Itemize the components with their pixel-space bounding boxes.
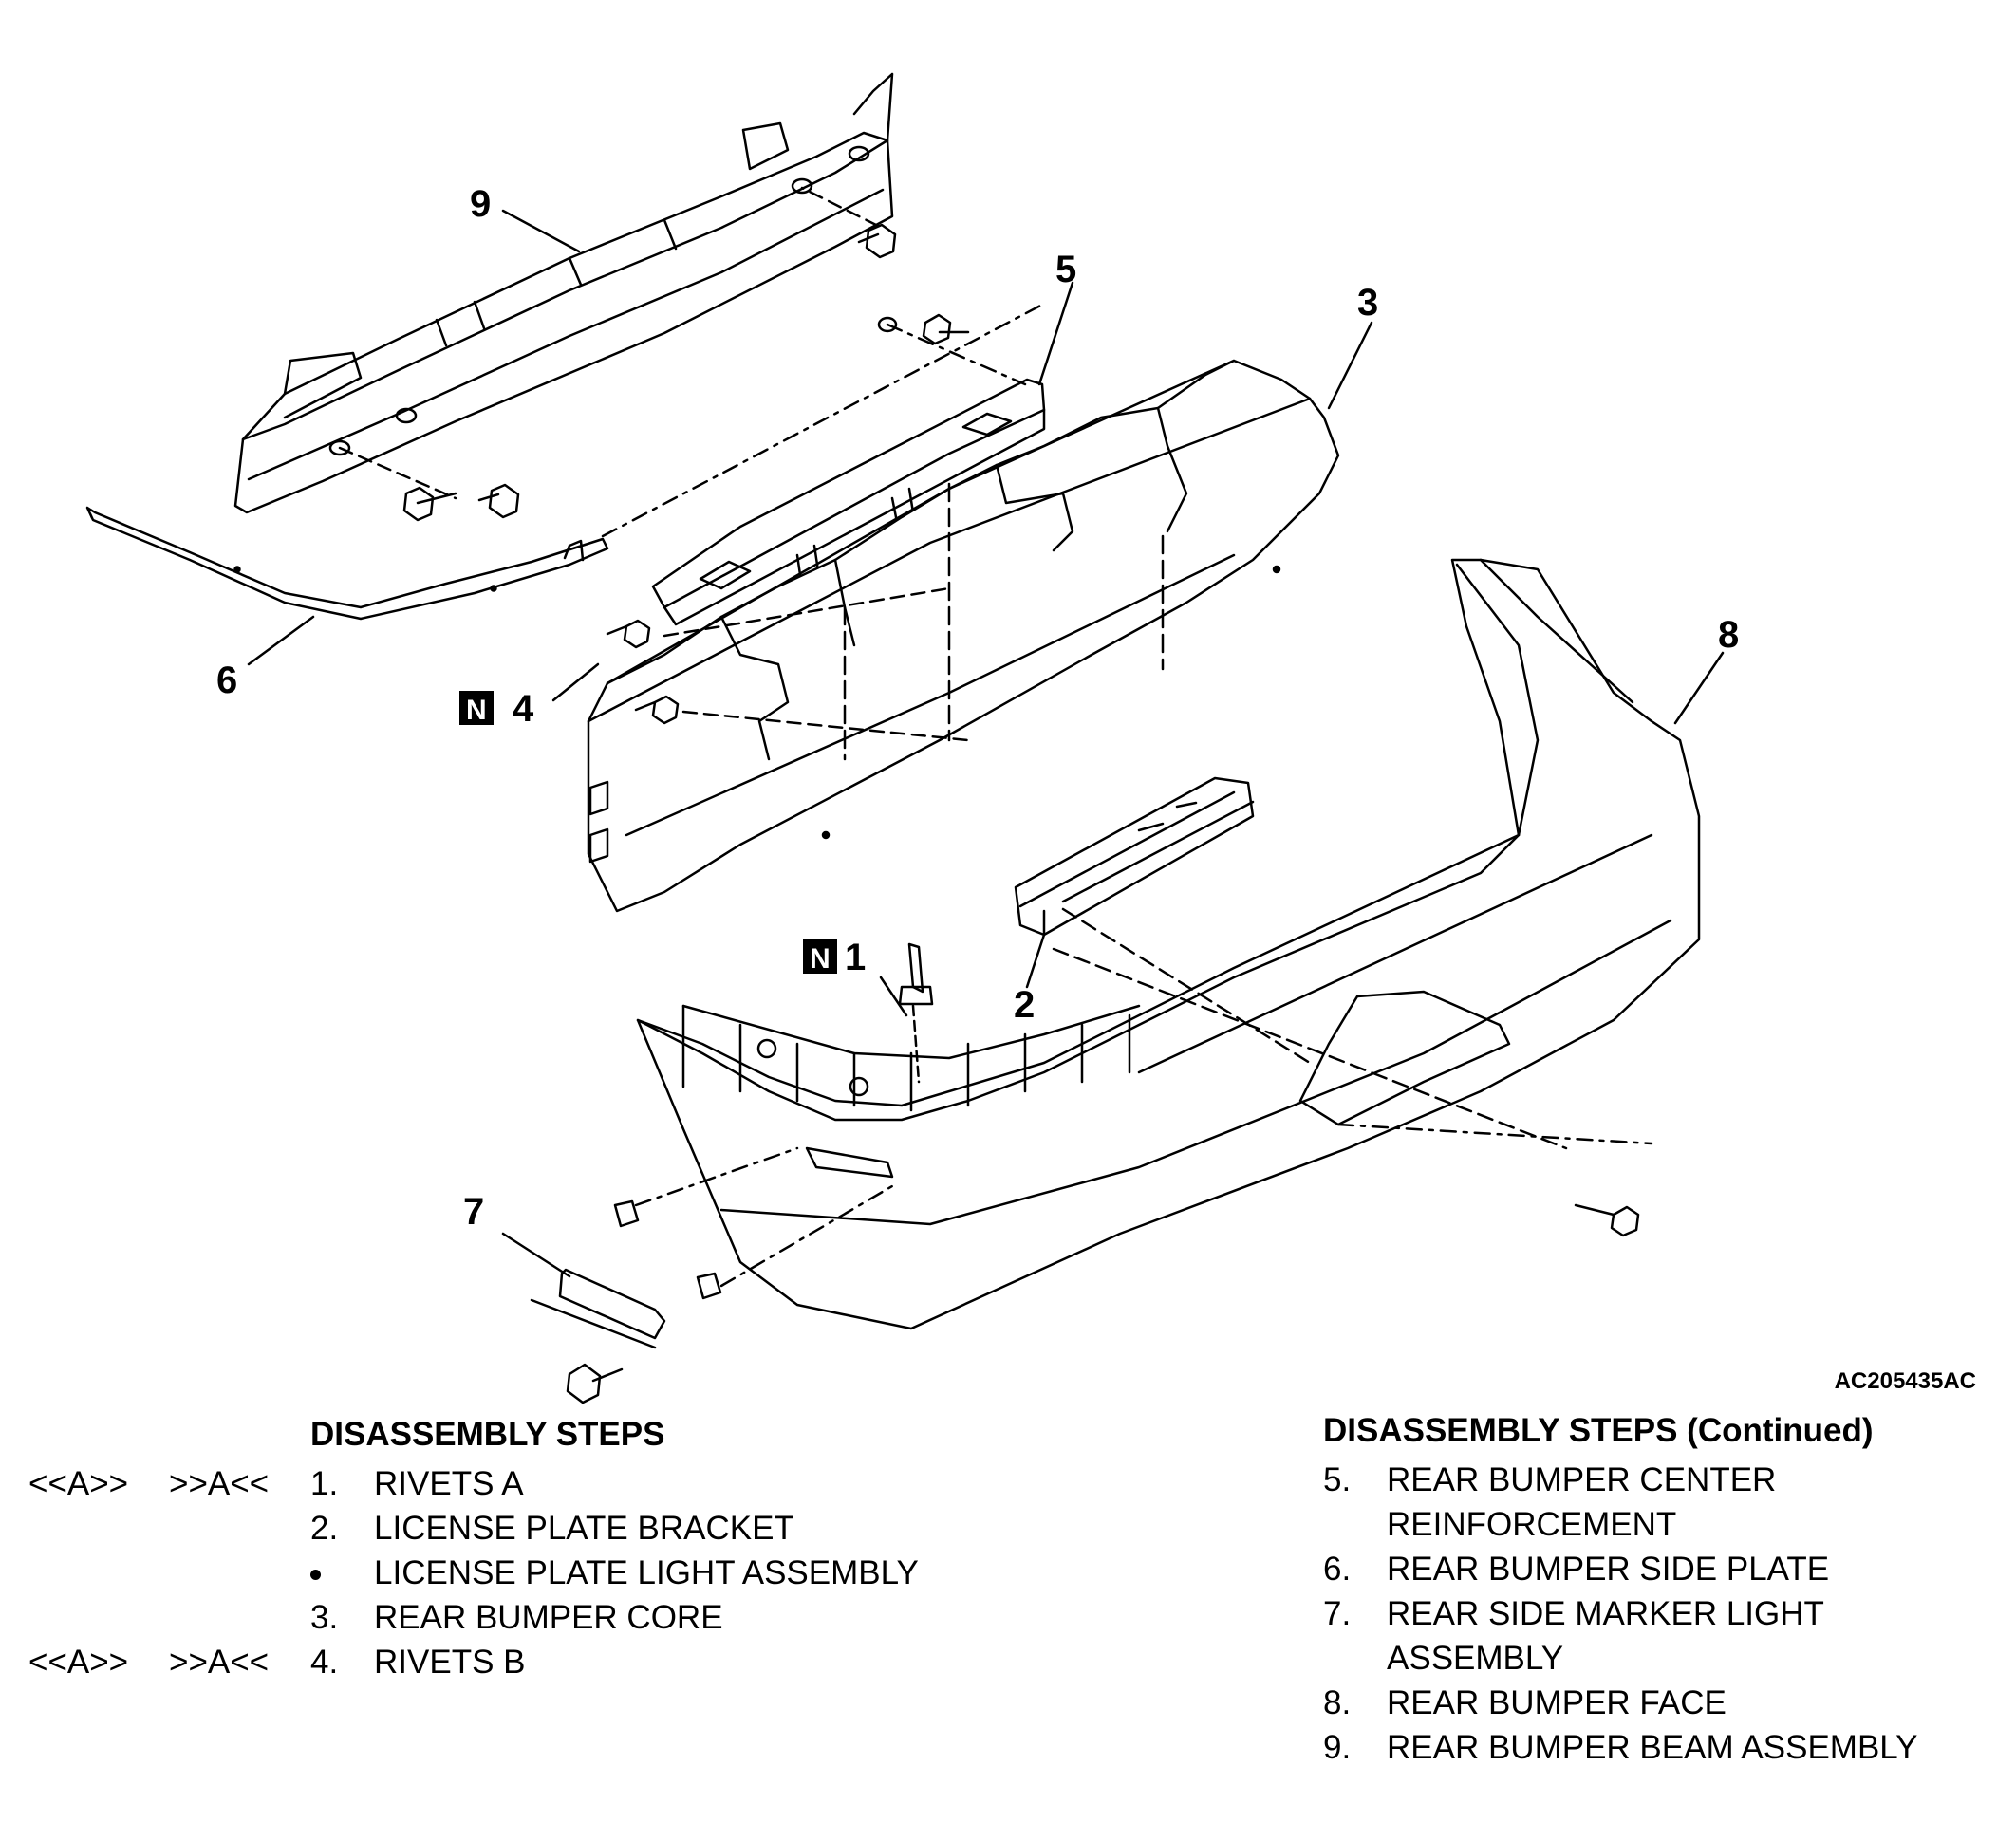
- disassembly-steps-continued: DISASSEMBLY STEPS (Continued) 5. REAR BUM…: [1323, 1408, 1997, 1807]
- step-text: REAR BUMPER BEAM ASSEMBLY: [1387, 1729, 1918, 1766]
- callout-7: 7: [463, 1191, 484, 1233]
- callouts: 9 5 3 8 6 4 1 2 7 N N: [216, 183, 1739, 1233]
- step-row: REINFORCEMENT: [1323, 1502, 1997, 1547]
- license-plate-bracket: [1014, 776, 1312, 1065]
- step-post-mark: >>A<<: [169, 1644, 270, 1681]
- step-row: 2. LICENSE PLATE BRACKET: [28, 1506, 997, 1551]
- callout-1: 1: [845, 937, 866, 978]
- n-tag-4-label: N: [466, 695, 487, 726]
- bullet-icon: [310, 1570, 321, 1581]
- step-text: REAR BUMPER CORE: [374, 1599, 723, 1636]
- step-text: REINFORCEMENT: [1387, 1506, 1677, 1543]
- step-number: 1.: [310, 1465, 339, 1502]
- step-row: ASSEMBLY: [1323, 1636, 1997, 1681]
- step-row: 3. REAR BUMPER CORE: [28, 1595, 997, 1640]
- rear-bumper-face: [636, 558, 1701, 1330]
- leader-lines: [247, 209, 1725, 1278]
- rear-bumper-beam-assembly: [233, 72, 897, 522]
- step-text: ASSEMBLY: [1387, 1640, 1564, 1677]
- step-text: REAR BUMPER FACE: [1387, 1684, 1727, 1721]
- step-pre-mark: <<A>>: [28, 1465, 129, 1502]
- rear-bumper-core: [587, 359, 1340, 913]
- n-tag-1: [803, 939, 837, 974]
- step-row: 5. REAR BUMPER CENTER: [1323, 1458, 1997, 1502]
- step-text: RIVETS A: [374, 1465, 524, 1502]
- step-text: LICENSE PLATE LIGHT ASSEMBLY: [374, 1554, 919, 1591]
- step-row: <<A>> >>A<< 1. RIVETS A: [28, 1461, 997, 1506]
- n-tag-4: [459, 691, 494, 725]
- callout-3: 3: [1357, 282, 1378, 324]
- step-text: REAR BUMPER CENTER: [1387, 1461, 1777, 1498]
- step-number: 7.: [1323, 1595, 1352, 1632]
- rivet-a: [898, 942, 934, 1084]
- disassembly-steps: DISASSEMBLY STEPS <<A>> >>A<< 1. RIVETS A 2.…: [28, 1412, 997, 1792]
- step-post-mark: >>A<<: [169, 1465, 270, 1502]
- step-bullet: [310, 1551, 321, 1595]
- callout-2: 2: [1014, 984, 1035, 1026]
- step-row: 8. REAR BUMPER FACE: [1323, 1681, 1997, 1725]
- disassembly-steps-title: DISASSEMBLY STEPS: [310, 1416, 665, 1453]
- step-number: 5.: [1323, 1461, 1352, 1498]
- step-text: REAR BUMPER SIDE PLATE: [1387, 1551, 1830, 1588]
- step-number: 4.: [310, 1644, 339, 1681]
- step-pre-mark: <<A>>: [28, 1644, 129, 1681]
- exploded-bumper-diagram: 9 5 3 8 6 4 1 2 7 N N: [85, 72, 1739, 1404]
- disassembly-steps-continued-title: DISASSEMBLY STEPS (Continued): [1323, 1412, 1874, 1449]
- step-row: 9. REAR BUMPER BEAM ASSEMBLY: [1323, 1725, 1997, 1770]
- disassembly-step-list: <<A>> >>A<< 1. RIVETS A 2. LICENSE PLATE BRAC…: [28, 1461, 997, 1684]
- figure-code: AC205435AC: [1834, 1368, 1976, 1394]
- step-number: 3.: [310, 1599, 339, 1636]
- callout-6: 6: [216, 660, 237, 701]
- step-text: LICENSE PLATE BRACKET: [374, 1510, 794, 1547]
- step-number: 9.: [1323, 1729, 1352, 1766]
- step-row: 7. REAR SIDE MARKER LIGHT: [1323, 1591, 1997, 1636]
- step-row: LICENSE PLATE LIGHT ASSEMBLY: [28, 1551, 997, 1595]
- callout-4: 4: [513, 688, 534, 730]
- rear-bumper-side-plate: [85, 506, 970, 742]
- step-row: <<A>> >>A<< 4. RIVETS B: [28, 1640, 997, 1684]
- step-number: 6.: [1323, 1551, 1352, 1588]
- rear-side-marker-light: [530, 1146, 894, 1404]
- disassembly-step-list-continued: 5. REAR BUMPER CENTER REINFORCEMENT 6. REAR …: [1323, 1458, 1997, 1770]
- callout-9: 9: [470, 183, 491, 225]
- callout-8: 8: [1718, 614, 1739, 656]
- n-tag-1-label: N: [810, 943, 831, 975]
- step-number: 2.: [310, 1510, 339, 1547]
- step-text: RIVETS B: [374, 1644, 526, 1681]
- step-text: REAR SIDE MARKER LIGHT: [1387, 1595, 1824, 1632]
- step-row: 6. REAR BUMPER SIDE PLATE: [1323, 1547, 1997, 1591]
- step-number: 8.: [1323, 1684, 1352, 1721]
- callout-5: 5: [1055, 249, 1076, 290]
